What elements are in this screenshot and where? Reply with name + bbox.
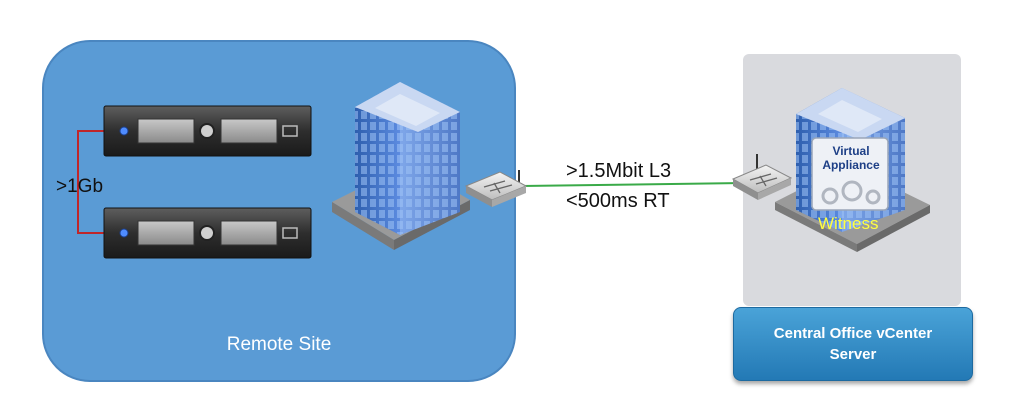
remote-switch-icon	[464, 170, 528, 207]
server-2	[103, 207, 312, 259]
remote-building	[332, 82, 470, 250]
server-1	[103, 105, 312, 157]
appliance-line-2: Appliance	[822, 158, 880, 172]
interconnect-label: >1Gb	[56, 176, 104, 197]
central-office-label: Central Office vCenter Server	[773, 325, 933, 363]
appliance-line-1: Virtual	[832, 144, 870, 158]
wan-link-line	[521, 182, 745, 187]
link-bandwidth-label: >1.5Mbit L3	[566, 160, 672, 182]
virtual-appliance-label: Virtual Appliance	[816, 144, 886, 172]
central-switch-icon	[731, 154, 793, 200]
remote-site-label: Remote Site	[226, 334, 332, 355]
virtual-appliance-icon	[811, 137, 889, 211]
link-latency-label: <500ms RT	[566, 190, 670, 212]
central-office-vcenter-button: Central Office vCenter Server	[733, 307, 973, 381]
witness-label: Witness	[818, 214, 879, 233]
interconnect-cable	[77, 130, 112, 234]
